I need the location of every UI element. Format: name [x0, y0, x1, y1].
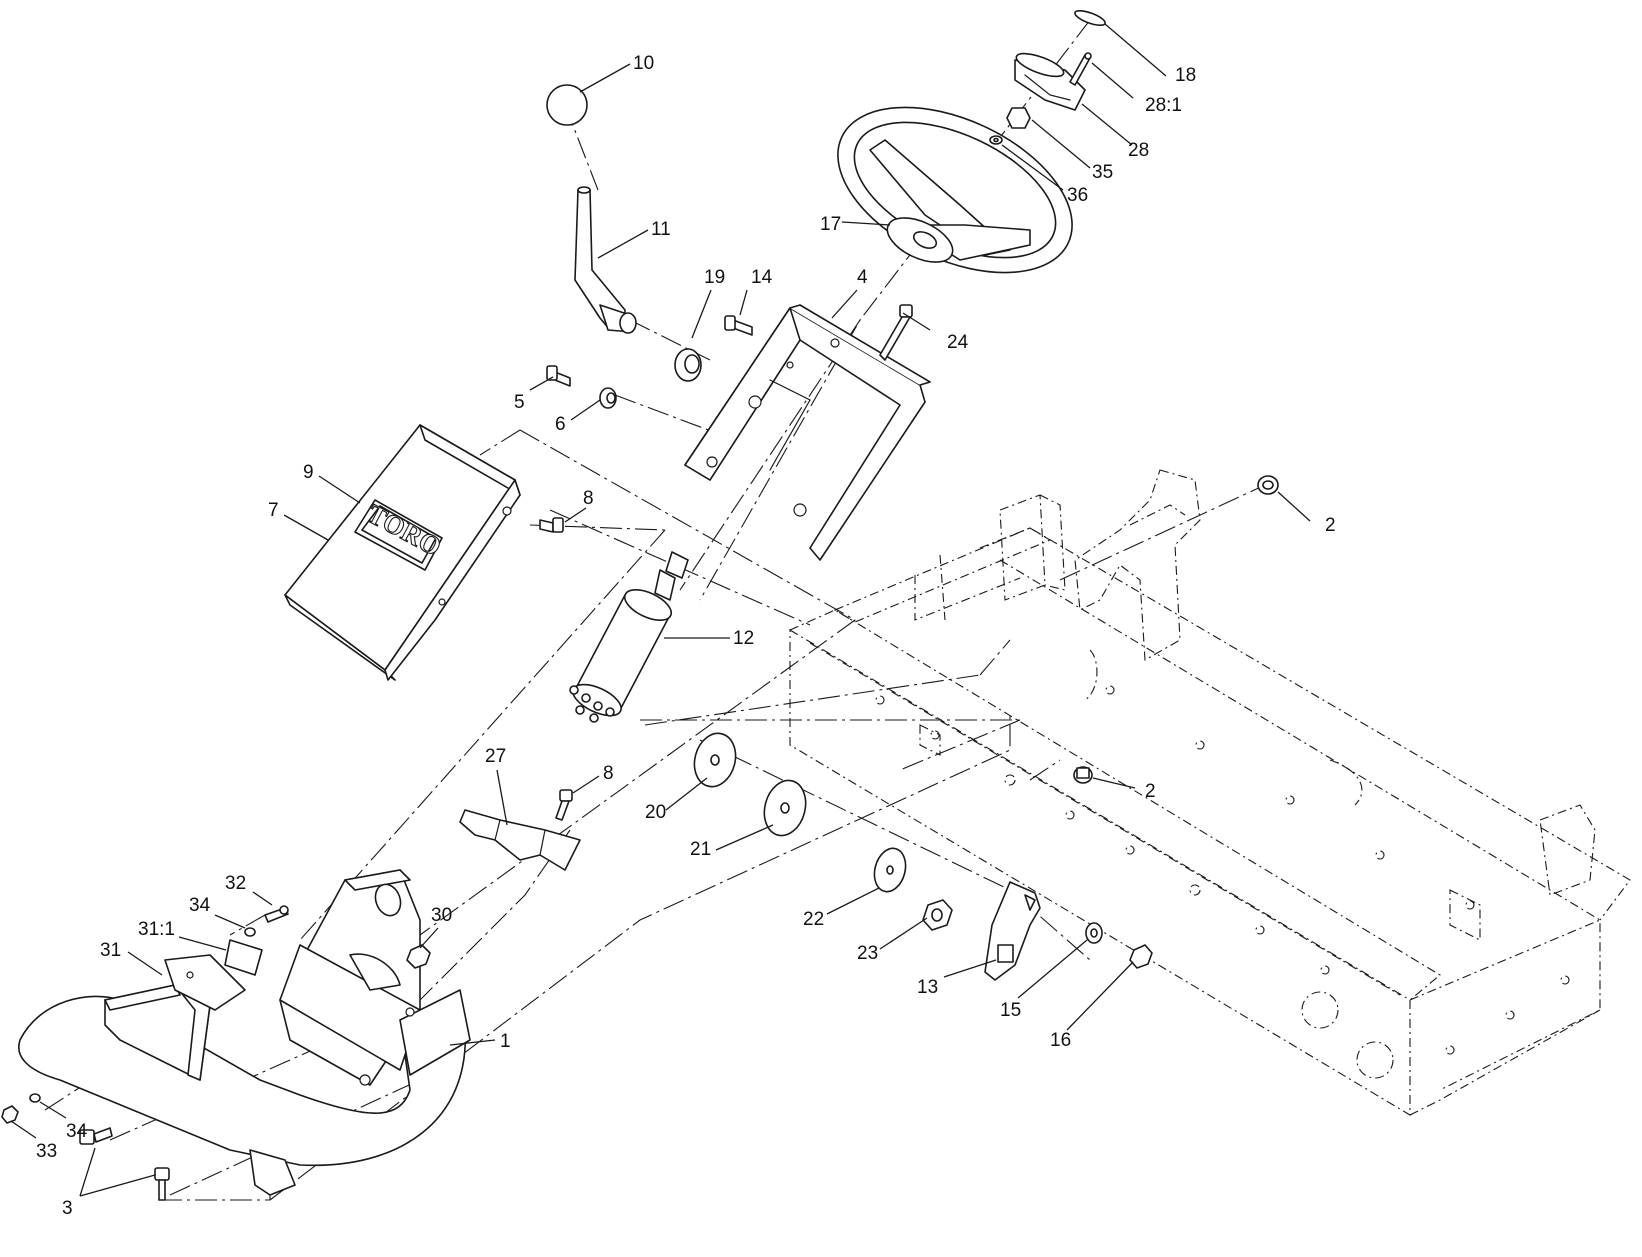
callout-21: 21 — [690, 839, 711, 860]
callout-2-lower: 2 — [1145, 781, 1156, 802]
washer-20 — [693, 732, 737, 788]
steering-wheel — [837, 106, 1073, 274]
callout-8-upper: 8 — [583, 488, 594, 509]
steering-control-valve — [569, 551, 689, 723]
callout-20: 20 — [645, 802, 666, 823]
callout-24: 24 — [947, 332, 969, 353]
nut-23 — [922, 899, 953, 931]
callout-34-lower: 34 — [66, 1121, 88, 1142]
callout-13: 13 — [917, 977, 938, 998]
pedestal-base — [18, 869, 471, 1196]
washer-36 — [989, 135, 1003, 145]
shift-lever — [574, 186, 637, 334]
screw-32 — [264, 905, 289, 923]
callout-11: 11 — [651, 219, 671, 240]
shift-knob — [546, 84, 588, 126]
callout-4: 4 — [857, 267, 868, 288]
washer-34-lower — [29, 1093, 41, 1103]
callout-6: 6 — [555, 414, 566, 435]
callout-30: 30 — [431, 905, 452, 926]
flange-nut-2-upper — [1257, 475, 1279, 495]
callout-9: 9 — [303, 462, 314, 483]
callout-1: 1 — [500, 1031, 511, 1052]
bolt-8-upper — [539, 517, 564, 533]
callout-labels: 10 11 19 14 4 24 5 6 9 7 8 12 17 18 28:1… — [36, 53, 1336, 1219]
bushing-19 — [674, 348, 702, 382]
washer-21 — [763, 779, 807, 837]
callout-32: 32 — [225, 873, 246, 894]
callout-17: 17 — [820, 214, 841, 235]
washer-34-upper — [244, 927, 256, 937]
callout-36: 36 — [1067, 185, 1088, 206]
shield-bracket — [459, 809, 581, 871]
callout-2-upper: 2 — [1325, 515, 1336, 536]
callout-28: 28 — [1128, 140, 1149, 161]
callout-28-1: 28:1 — [1145, 95, 1182, 116]
nut-16 — [1129, 944, 1153, 969]
bolt-5 — [546, 365, 571, 387]
switch-31-1 — [224, 939, 263, 976]
chassis-frame — [789, 469, 1631, 1116]
callout-31-1: 31:1 — [138, 919, 175, 940]
callout-35: 35 — [1092, 162, 1113, 183]
screw-28-1 — [1069, 52, 1092, 86]
callout-7: 7 — [268, 500, 279, 521]
callout-34-upper: 34 — [189, 895, 211, 916]
callout-18: 18 — [1175, 65, 1196, 86]
callout-leaders — [10, 23, 1311, 1197]
steering-mount-bracket — [684, 304, 931, 561]
callout-14: 14 — [751, 267, 773, 288]
bolt-3-lower — [154, 1167, 170, 1201]
flange-nut-2-lower — [1073, 766, 1093, 784]
washer-22 — [873, 847, 907, 893]
callout-27: 27 — [485, 746, 506, 767]
callout-12: 12 — [733, 628, 754, 649]
hub-cap — [1014, 52, 1086, 111]
callout-19: 19 — [704, 267, 725, 288]
nut-33 — [1, 1105, 19, 1124]
bushing-6 — [599, 387, 617, 409]
callout-31: 31 — [100, 940, 121, 961]
callout-23: 23 — [857, 943, 878, 964]
bolt-8-lower — [555, 789, 573, 821]
bolt-14 — [724, 315, 753, 336]
callout-33: 33 — [36, 1141, 57, 1162]
callout-8-lower: 8 — [603, 763, 614, 784]
callout-16: 16 — [1050, 1030, 1071, 1051]
bolt-24 — [879, 304, 913, 361]
callout-15: 15 — [1000, 1000, 1021, 1021]
washer-15 — [1085, 922, 1103, 944]
nut-35 — [1006, 107, 1031, 129]
callout-5: 5 — [514, 392, 525, 413]
callout-10: 10 — [633, 53, 654, 74]
callout-3: 3 — [62, 1198, 73, 1219]
steering-arm — [984, 881, 1041, 981]
bolt-3-upper — [79, 1127, 113, 1145]
callout-22: 22 — [803, 909, 824, 930]
switch-plate-31 — [164, 954, 246, 1011]
center-decal — [1074, 9, 1106, 27]
